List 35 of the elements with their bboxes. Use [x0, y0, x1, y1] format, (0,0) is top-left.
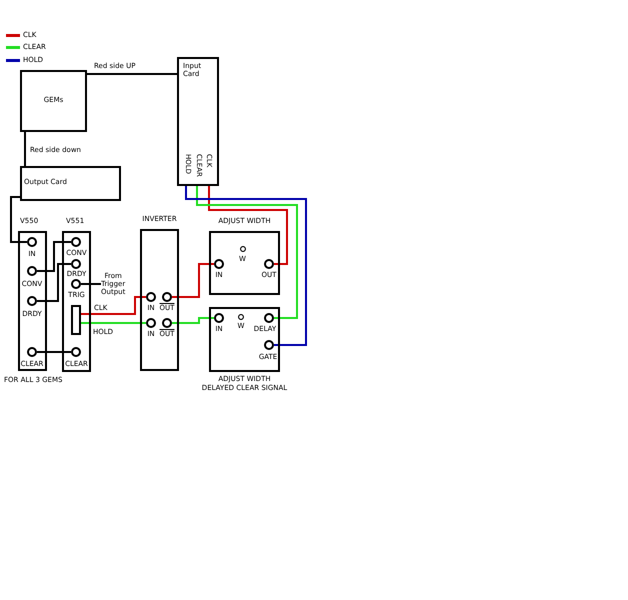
connector-socket [71, 347, 81, 357]
signal-wire [81, 296, 146, 315]
connector-socket [264, 340, 274, 350]
connector-socket [27, 347, 37, 357]
signal-wire [172, 263, 214, 298]
connector-socket [162, 292, 172, 302]
signal-wire [24, 132, 26, 166]
connector-socket [264, 259, 274, 269]
signal-wire [37, 263, 71, 302]
signal-wire [37, 241, 71, 272]
signal-wire [10, 196, 27, 243]
connector-socket [27, 296, 37, 306]
connector-slot [71, 305, 81, 335]
signal-wire [172, 317, 214, 324]
connector-socket [264, 313, 274, 323]
connector-socket [214, 259, 224, 269]
signal-wire [87, 73, 177, 75]
connector-socket [214, 313, 224, 323]
signal-wire [37, 351, 71, 353]
input-card-box [177, 57, 219, 186]
signal-wire [81, 283, 101, 285]
gem-detector-box [20, 70, 87, 132]
connector-socket [162, 318, 172, 328]
connector-socket [27, 266, 37, 276]
connector-socket [146, 318, 156, 328]
connector-socket [27, 237, 37, 247]
connector-socket [71, 237, 81, 247]
signal-wire [208, 186, 288, 265]
output-card-box [20, 166, 121, 201]
signal-wire [196, 186, 298, 319]
signal-wire [81, 322, 146, 324]
connector-socket [146, 292, 156, 302]
signal-wire [185, 186, 307, 346]
connector-socket [71, 259, 81, 269]
connector-socket [71, 279, 81, 289]
